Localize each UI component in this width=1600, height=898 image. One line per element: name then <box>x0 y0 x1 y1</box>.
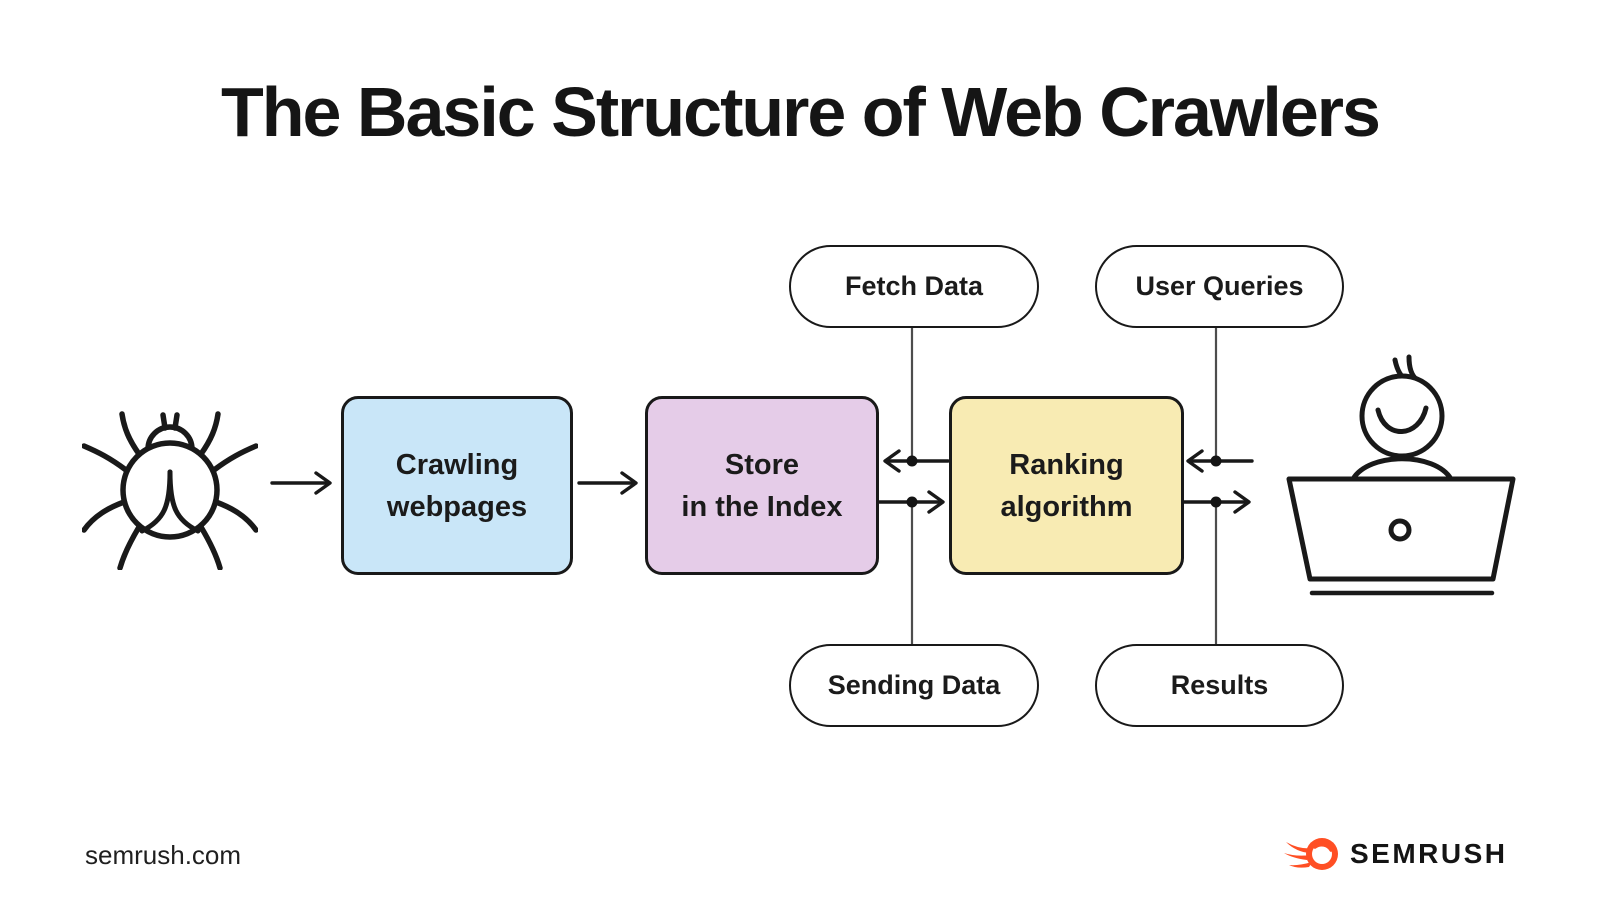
arrow-ranking-to-index <box>883 449 950 473</box>
node-label-line: webpages <box>386 490 528 523</box>
pill-user-queries: User Queries <box>1095 245 1344 328</box>
node-crawling-webpages: Crawling webpages <box>341 396 573 575</box>
arrow-spider-to-crawling <box>270 471 332 495</box>
brand-logo: SEMRUSH <box>1284 832 1508 876</box>
pill-label: Fetch Data <box>844 271 984 301</box>
junction-dot-fetch <box>906 455 918 467</box>
node-label-line: in the Index <box>681 490 843 523</box>
junction-dot-queries <box>1210 455 1222 467</box>
person-at-laptop-icon <box>1286 354 1516 596</box>
node-label-line: Crawling <box>395 448 519 481</box>
page-title: The Basic Structure of Web Crawlers <box>221 73 1381 151</box>
node-label-line: Ranking <box>1009 448 1124 481</box>
pill-sending-data: Sending Data <box>789 644 1039 727</box>
pill-fetch-data: Fetch Data <box>789 245 1039 328</box>
brand-wordmark: SEMRUSH <box>1350 838 1508 869</box>
node-label-line: algorithm <box>1000 490 1133 523</box>
junction-dot-sending <box>906 496 918 508</box>
footer-site-url: semrush.com <box>85 840 242 870</box>
pill-label: Sending Data <box>827 670 1001 700</box>
junction-dot-results <box>1210 496 1222 508</box>
pill-results: Results <box>1095 644 1344 727</box>
node-label-line: Store <box>724 448 800 481</box>
arrow-crawling-to-index <box>577 471 638 495</box>
node-store-in-index: Store in the Index <box>645 396 879 575</box>
semrush-flame-icon <box>1284 838 1338 870</box>
node-ranking-algorithm: Ranking algorithm <box>949 396 1184 575</box>
spider-bug-icon <box>82 411 258 570</box>
pill-label: Results <box>1170 670 1269 700</box>
pill-label: User Queries <box>1135 271 1304 301</box>
